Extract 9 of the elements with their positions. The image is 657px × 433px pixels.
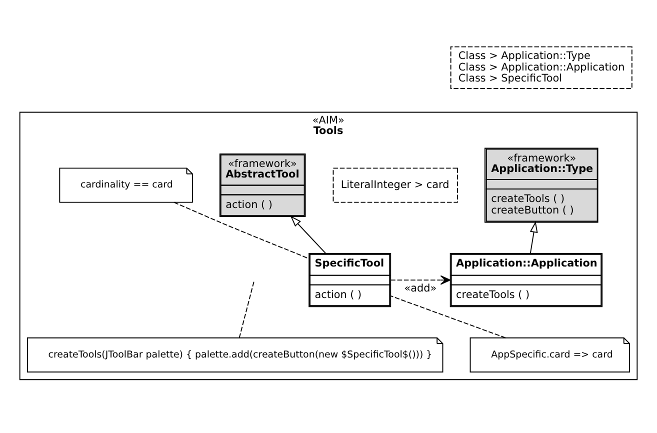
connector — [174, 201, 310, 259]
node-box: Class > Application::Type Class > Application::Application Class > SpecificTool — [450, 46, 632, 88]
arrow — [390, 274, 451, 284]
node-box: LiteralInteger > card — [332, 167, 458, 202]
edge-label: «add» — [404, 282, 437, 294]
arrow — [290, 215, 326, 254]
connector — [390, 294, 506, 338]
arrow — [530, 220, 538, 254]
connector — [238, 280, 254, 338]
